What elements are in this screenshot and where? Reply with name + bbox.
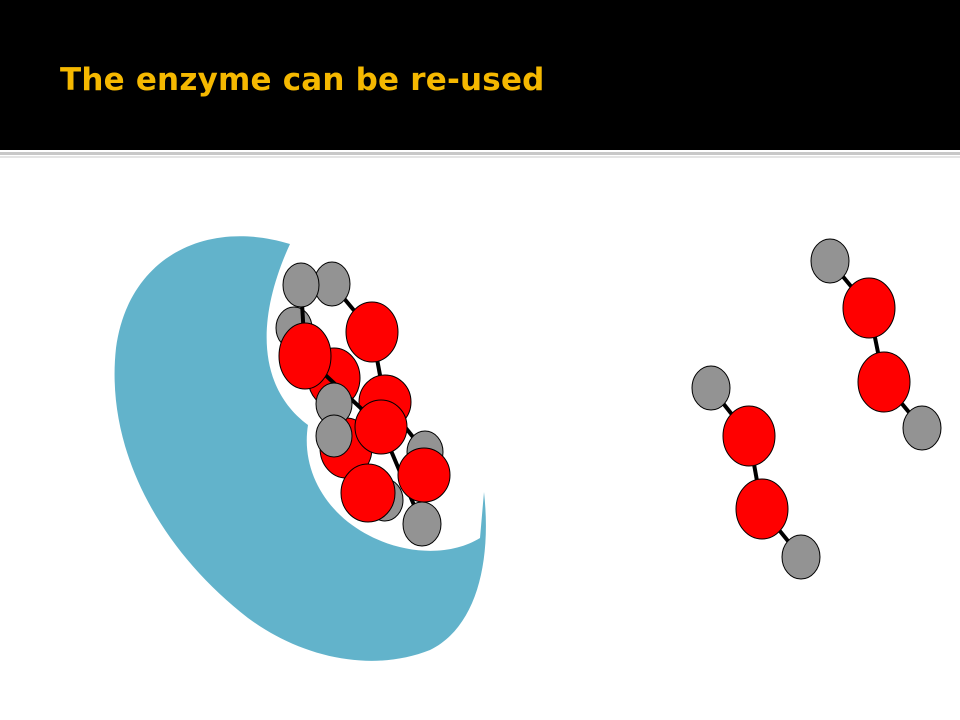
- oxygen-atom: [722, 405, 776, 467]
- oxygen-atom: [857, 351, 911, 413]
- oxygen-atom: [397, 447, 451, 503]
- oxygen-atom: [735, 478, 789, 540]
- bound-molecule-3: [278, 262, 451, 547]
- enzyme-shape: [114, 236, 486, 661]
- title-divider: [0, 152, 960, 155]
- title-divider-shadow: [0, 156, 960, 158]
- oxygen-atom: [842, 277, 896, 339]
- title-bar: The enzyme can be re-used: [0, 0, 960, 150]
- hydrogen-atom: [781, 534, 821, 580]
- oxygen-atom: [345, 301, 399, 363]
- hydrogen-atom: [402, 501, 442, 547]
- slide-title: The enzyme can be re-used: [60, 62, 545, 98]
- oxygen-atom: [354, 399, 408, 455]
- released-molecule-1: [691, 365, 821, 580]
- hydrogen-atom: [691, 365, 731, 411]
- hydrogen-atom: [315, 414, 353, 458]
- hydrogen-atom: [282, 262, 320, 308]
- released-molecule-2: [810, 238, 942, 451]
- oxygen-atom: [278, 322, 332, 390]
- hydrogen-atom: [810, 238, 850, 284]
- oxygen-atom: [340, 463, 396, 523]
- hydrogen-atom: [902, 405, 942, 451]
